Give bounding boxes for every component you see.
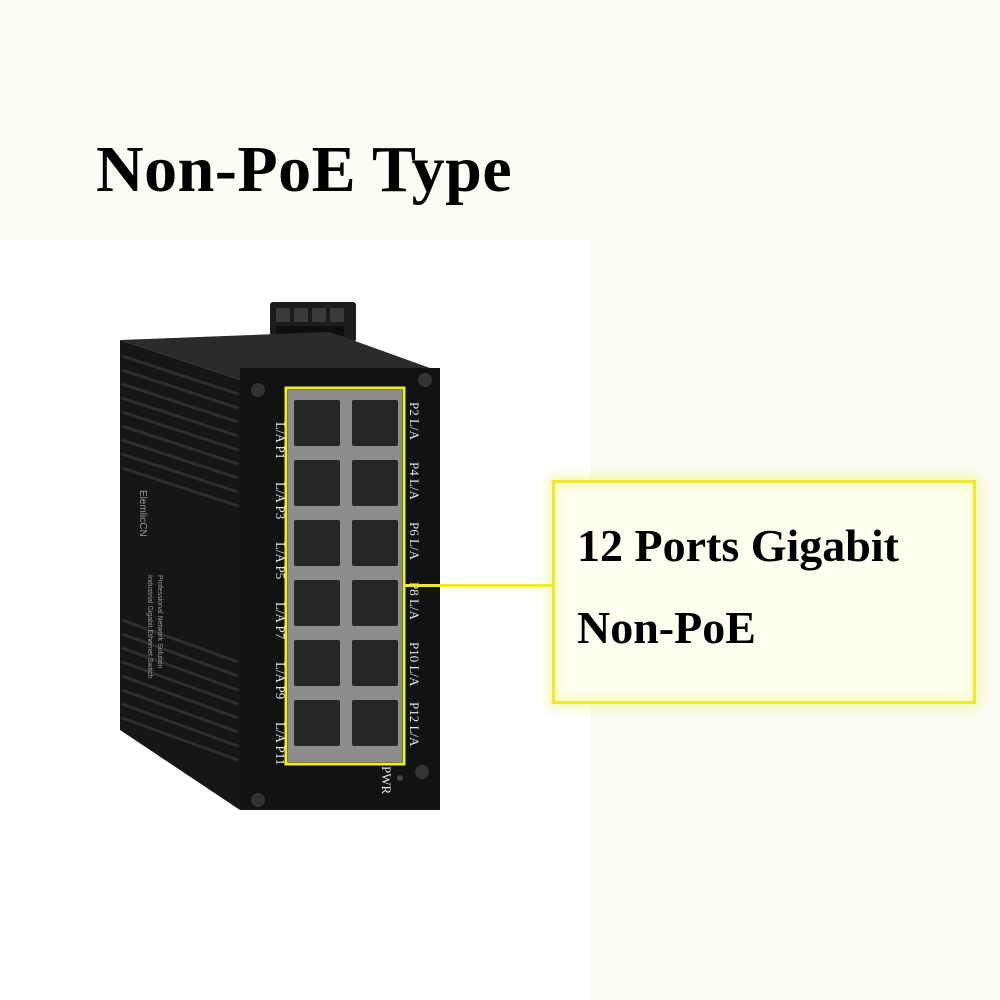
ethernet-ports — [294, 400, 398, 746]
ethernet-switch-image: ElemlicCN Professional Network Solution … — [120, 302, 440, 810]
left-port-label: L/A P1 — [273, 422, 288, 459]
left-port-label: L/A P7 — [273, 602, 288, 640]
callout-heading: 12 Ports Gigabit — [577, 520, 899, 571]
callout-subheading: Non-PoE — [577, 602, 756, 653]
callout-box: 12 Ports Gigabit Non-PoE — [552, 480, 976, 704]
left-port-label: L/A P5 — [273, 542, 288, 579]
left-port-label: L/A P11 — [273, 722, 288, 765]
right-port-label: P10 L/A — [407, 642, 422, 687]
brand-name: ElemlicCN — [137, 490, 148, 537]
right-port-label: P4 L/A — [407, 462, 422, 501]
power-led — [397, 775, 403, 781]
callout-connector-line — [405, 584, 553, 587]
brand-tagline-2: Industrial Gigabit Ethernet Switch — [146, 575, 153, 679]
brand-tagline-1: Professional Network Solution — [156, 575, 163, 668]
ports-highlight-frame — [284, 386, 406, 766]
left-port-label: L/A P9 — [273, 662, 288, 699]
right-port-label: P12 L/A — [407, 702, 422, 747]
left-port-label: L/A P3 — [273, 482, 288, 519]
right-port-label: P2 L/A — [407, 402, 422, 441]
right-port-label: P8 L/A — [407, 582, 422, 621]
page-title: Non-PoE Type — [96, 133, 513, 206]
power-label: PWR — [379, 766, 394, 795]
power-terminal-block — [270, 302, 356, 342]
right-port-label: P6 L/A — [407, 522, 422, 561]
